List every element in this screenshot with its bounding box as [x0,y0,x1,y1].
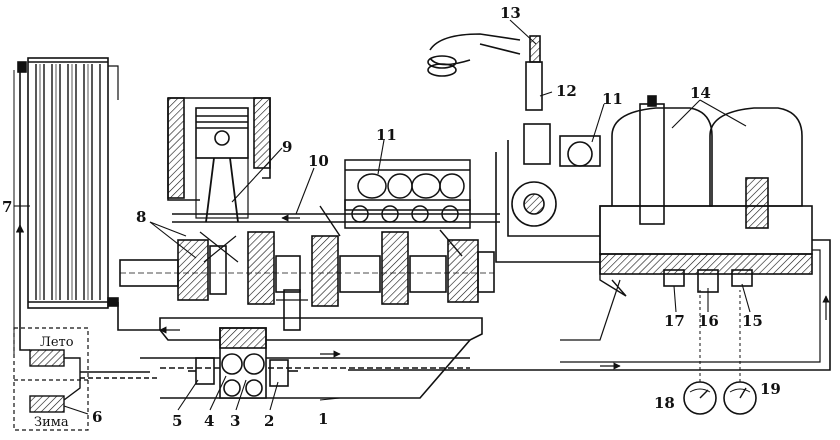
injection-pump-drive [495,123,601,263]
callout-1: 1 [318,410,328,428]
centrifugal-filters [599,95,813,297]
cylinder-piston [167,97,271,223]
pressure-lines [348,239,831,371]
oil-radiator [13,57,160,356]
camshaft-housing [344,159,471,229]
leader-lines [14,19,751,415]
callout-12: 12 [556,82,577,100]
callout-18: 18 [654,394,675,412]
radiator-valve-box [13,327,160,431]
valve-label-winter: Зима [34,415,69,430]
injector [427,33,543,111]
crankshaft [119,205,495,331]
callout-15: 15 [742,312,763,330]
main-oil-gallery [172,213,500,223]
callout-17: 17 [664,312,685,330]
oil-gauges [683,290,757,415]
valve-label-summer: Лето [40,335,74,350]
callout-10: 10 [308,152,329,170]
callout-16: 16 [698,312,719,330]
callout-19: 19 [760,380,781,398]
callout-2: 2 [264,412,274,430]
callout-8: 8 [136,208,146,226]
callout-13: 13 [500,4,521,22]
oil-sump [140,317,483,399]
callout-11-pump: 11 [602,90,623,108]
callout-5: 5 [172,412,182,430]
callout-3: 3 [230,412,240,430]
callout-11-camshaft: 11 [376,126,397,144]
callout-9: 9 [282,138,292,156]
callout-4: 4 [204,412,214,430]
callout-14: 14 [690,84,711,102]
callout-7: 7 [2,198,12,216]
callout-6: 6 [92,408,102,426]
oil-pump [188,327,298,399]
